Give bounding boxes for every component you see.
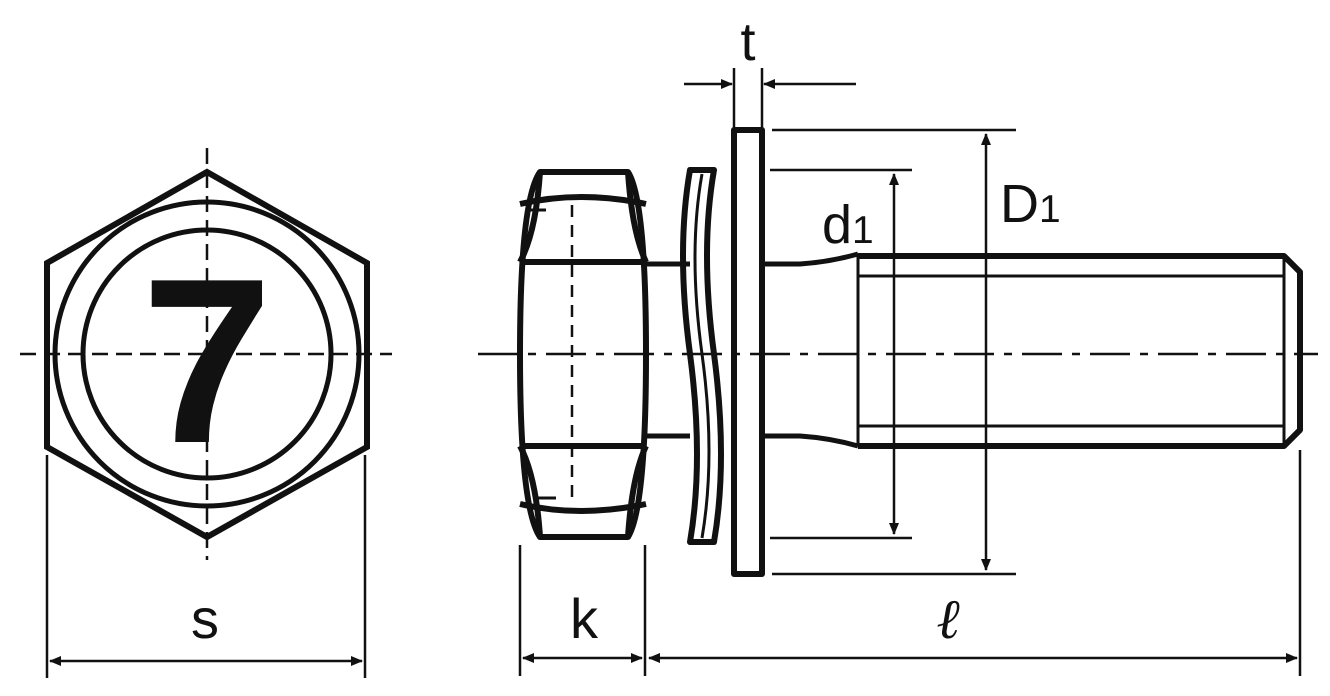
- side-view-centerlines: [478, 205, 1318, 500]
- dimension-t-label: t: [740, 12, 755, 72]
- dimension-s: s: [45, 455, 367, 678]
- dimension-D1: D1: [772, 128, 1061, 576]
- dimension-k-label: k: [570, 587, 599, 650]
- dimension-d1: d1: [770, 168, 912, 540]
- dimension-d1-label: d1: [822, 195, 874, 255]
- dimension-length-label: ℓ: [936, 587, 960, 652]
- head-marking-number: 7: [142, 229, 273, 492]
- shank-neck: [762, 251, 859, 449]
- threaded-shank: [858, 253, 1303, 449]
- flat-washer: [731, 127, 765, 577]
- dimension-t: t: [684, 12, 856, 128]
- spring-washer: [680, 167, 724, 545]
- dimension-k: k: [518, 545, 647, 676]
- dimension-s-label: s: [191, 587, 219, 650]
- head-top-view: 7: [20, 148, 392, 560]
- hex-head-upper-flat: [517, 171, 649, 265]
- hex-head-lower-flat: [517, 443, 649, 538]
- dimension-D1-label: D1: [1000, 174, 1061, 234]
- bolt-side-view: [517, 127, 1303, 577]
- dimension-length: ℓ: [648, 450, 1302, 676]
